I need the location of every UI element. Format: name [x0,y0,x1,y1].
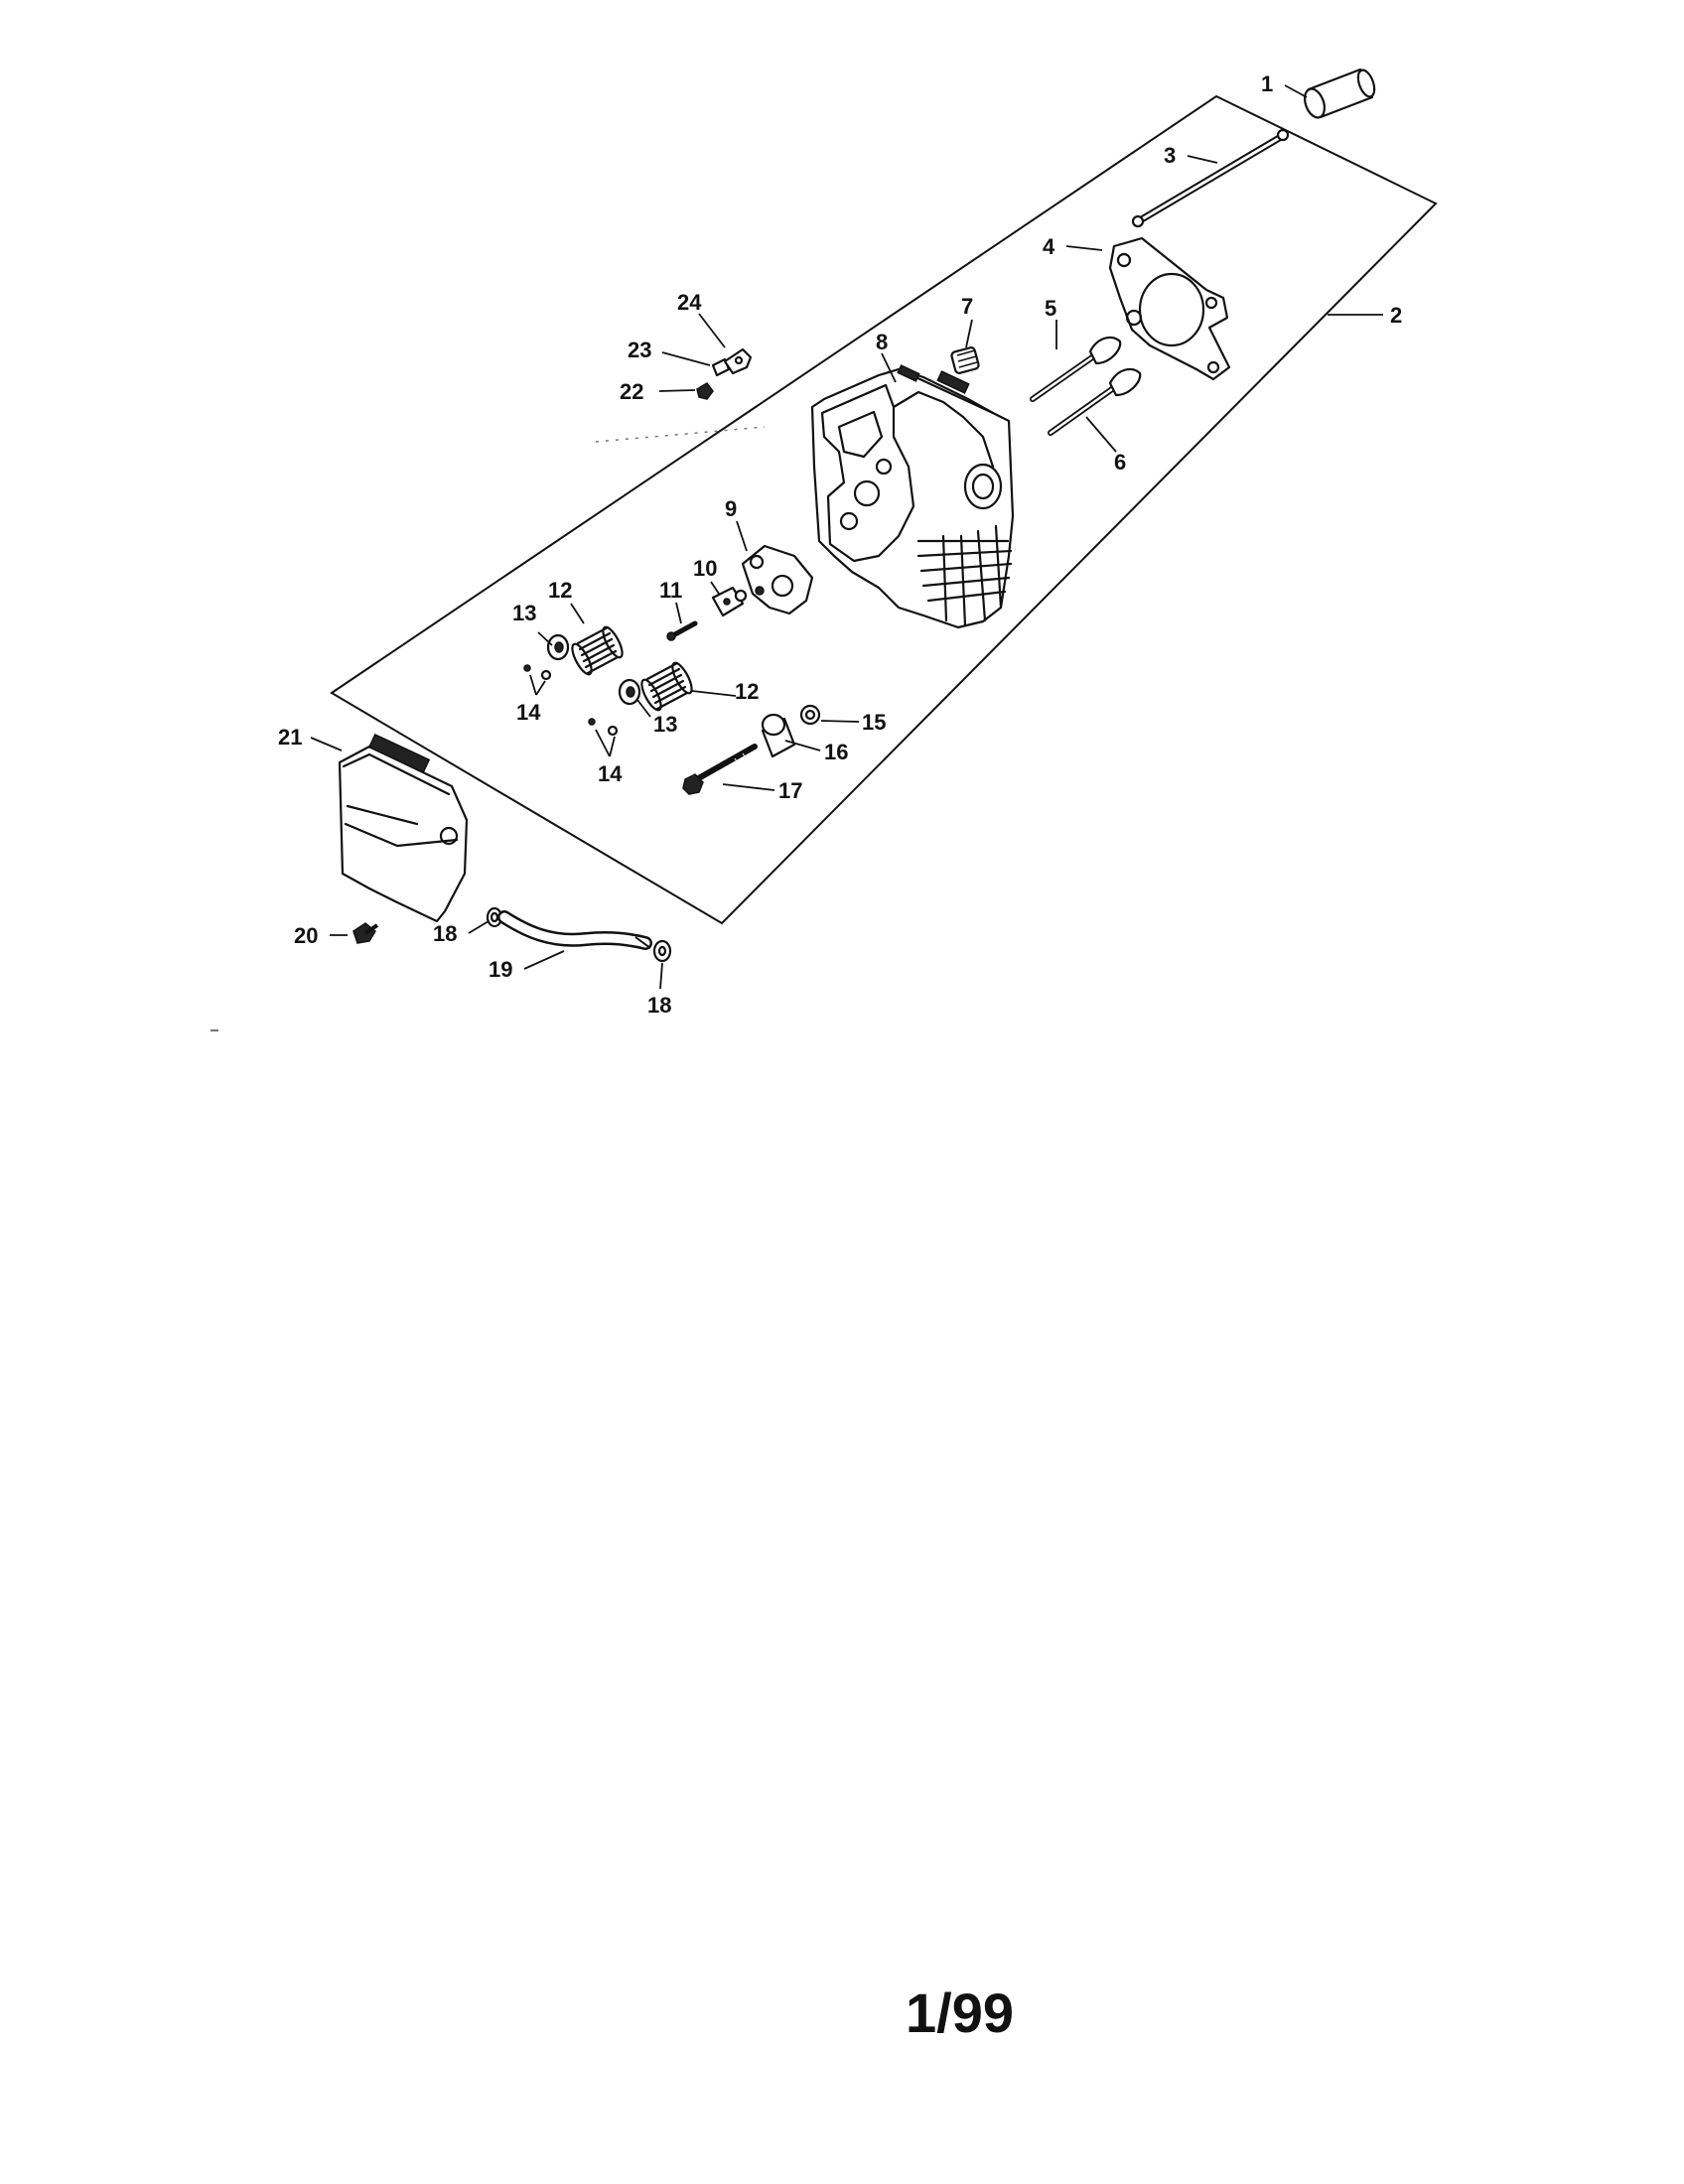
callout-24: 24 [677,290,702,315]
part-8-cylinder-head [810,364,1015,629]
part-14-keepers-upper [523,664,552,681]
callout-17: 17 [778,778,802,803]
part-21-valve-cover [338,733,469,923]
part-14-keepers-lower [588,718,619,737]
callout-8: 8 [876,330,888,354]
callout-6: 6 [1114,450,1126,475]
guide-line [595,426,766,443]
leader-lines [310,84,1383,990]
part-11-screw [666,620,698,641]
part-1-sleeve [1304,68,1376,119]
part-20-screw [352,922,379,944]
part-18-clamp-lower [652,939,672,963]
part-13-retainer-upper [546,633,570,661]
callout-11: 11 [659,578,682,603]
callout-15: 15 [862,710,886,735]
callout-21: 21 [278,725,302,750]
part-7-plug [950,346,980,374]
part-23-nut [711,357,731,377]
callout-18-lower: 18 [647,993,671,1018]
callout-20: 20 [294,923,318,948]
callout-5: 5 [1045,296,1056,321]
callout-3: 3 [1164,143,1176,168]
cylinder-head-assembly-outline [330,94,1438,925]
part-10-pivot [711,586,748,617]
callout-10: 10 [693,556,717,581]
part-5-valve [1030,336,1122,402]
callout-14-lower: 14 [598,761,623,786]
callout-1: 1 [1261,71,1273,96]
part-9-rocker-arm [741,544,814,615]
callout-23: 23 [628,338,651,362]
callout-labels: 1 2 3 4 5 6 7 8 9 10 11 12 12 13 13 14 1… [278,71,1402,1018]
callout-22: 22 [620,379,643,404]
callout-4: 4 [1043,234,1055,259]
callout-19: 19 [489,957,512,982]
part-12-spring-lower [640,661,693,712]
part-6-valve [1048,367,1142,436]
part-13-retainer-lower [618,678,641,706]
part-3-push-rod [1131,128,1290,228]
callout-18-upper: 18 [433,921,457,946]
part-17-bolt [682,744,758,795]
callout-7: 7 [961,294,973,319]
part-15-washer [799,704,821,726]
part-19-breather-hose [497,910,652,950]
part-4-head-gasket [1108,236,1231,381]
callout-14-upper: 14 [516,700,541,725]
callout-12-upper: 12 [548,578,572,603]
part-22-screw [696,382,714,400]
callout-2: 2 [1390,303,1402,328]
part-12-spring-upper [571,625,624,676]
callout-13-lower: 13 [653,712,677,737]
part-16-spacer [761,713,796,758]
callout-12-lower: 12 [735,679,759,704]
callout-16: 16 [824,740,848,764]
page-number: 1/99 [906,1981,1014,2044]
part-24-bracket [723,347,753,375]
callout-9: 9 [725,496,737,521]
callout-13-upper: 13 [512,601,536,625]
